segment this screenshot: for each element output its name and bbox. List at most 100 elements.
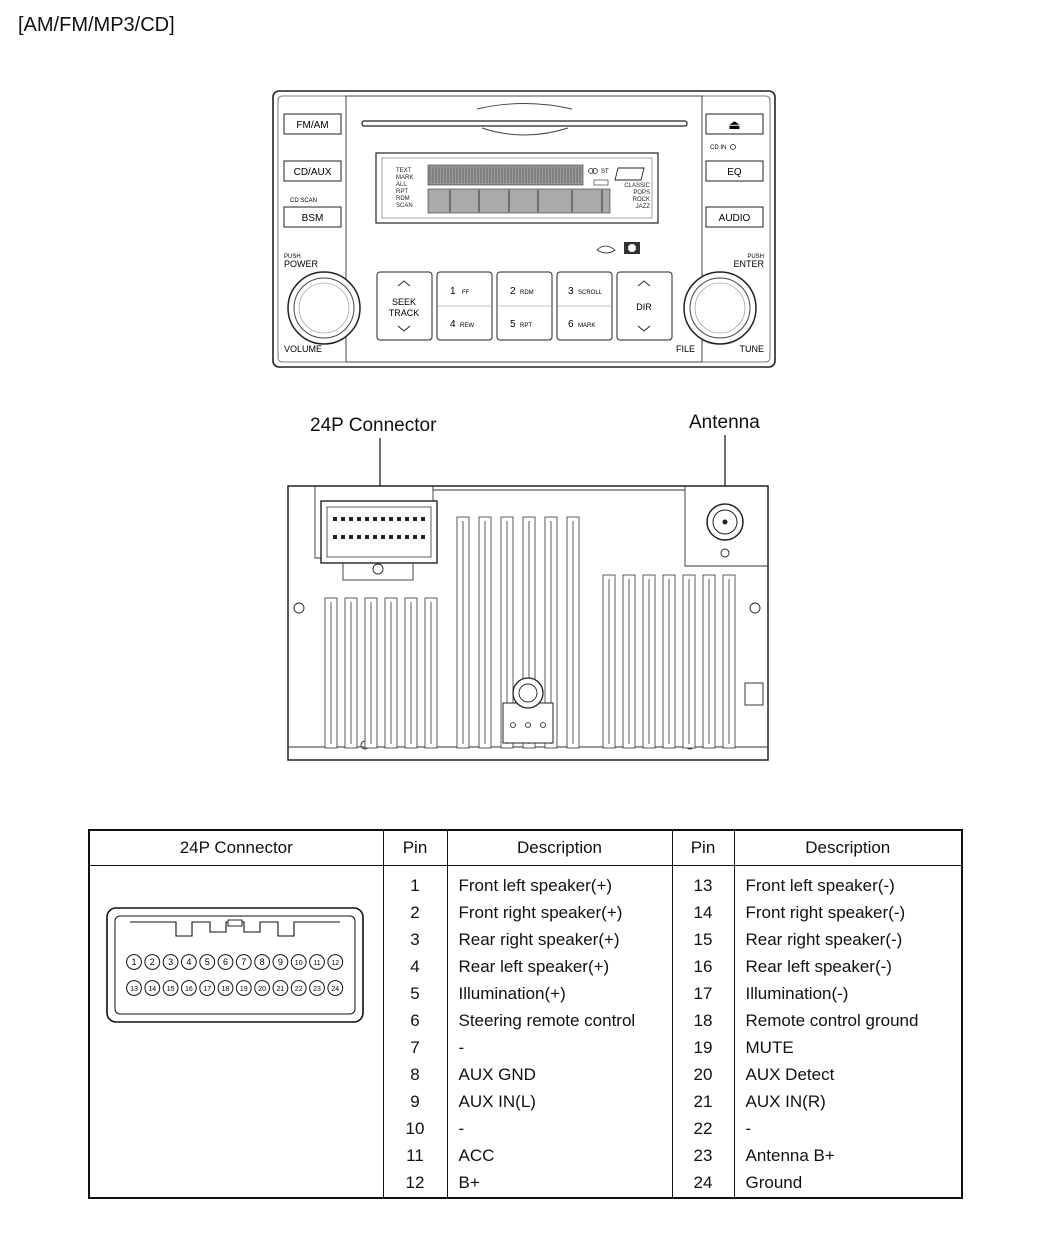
pin-number: 24 — [671, 1169, 735, 1198]
dir-button[interactable]: DIR — [616, 271, 673, 341]
svg-text:JAZZ: JAZZ — [636, 204, 651, 210]
connector-pin: 11 — [309, 954, 325, 970]
svg-text:2: 2 — [150, 957, 155, 967]
connector-pin: 3 — [162, 954, 179, 970]
connector-pin: 22 — [290, 980, 307, 996]
svg-text:RDM: RDM — [520, 290, 534, 296]
svg-text:BSM: BSM — [302, 213, 324, 224]
pin-description: AUX Detect — [733, 1061, 963, 1089]
pin-number: 7 — [382, 1034, 448, 1062]
svg-text:CLASSIC: CLASSIC — [624, 183, 650, 189]
preset-button-2-5[interactable]: 2 RDM 5 RPT — [496, 271, 553, 341]
pin-description: Front left speaker(+) — [446, 865, 673, 900]
pin-number: 22 — [671, 1115, 735, 1143]
svg-text:RPT: RPT — [520, 323, 532, 329]
pin-number: 21 — [671, 1088, 735, 1116]
eject-icon: ⏏ — [728, 117, 740, 132]
connector-pin: 9 — [272, 954, 289, 970]
svg-text:3: 3 — [568, 286, 574, 297]
screw-icon — [749, 602, 761, 614]
pin-description: Rear left speaker(+) — [446, 953, 673, 981]
svg-text:14: 14 — [148, 986, 156, 993]
connector-pin: 18 — [217, 980, 234, 996]
pin-description: MUTE — [733, 1034, 963, 1062]
pin-number: 6 — [382, 1007, 448, 1035]
svg-text:19: 19 — [240, 986, 248, 993]
svg-text:1: 1 — [131, 957, 136, 967]
connector-pin: 7 — [235, 954, 252, 970]
chevron-down-icon — [397, 325, 411, 332]
header-description: Description — [733, 829, 963, 866]
svg-text:TRACK: TRACK — [389, 308, 420, 318]
header-pin: Pin — [382, 829, 448, 866]
svg-text:ALL: ALL — [396, 182, 407, 188]
pin-number: 13 — [671, 865, 735, 900]
pin-number: 19 — [671, 1034, 735, 1062]
pin-number: 8 — [382, 1061, 448, 1089]
fm-am-button[interactable]: FM/AM — [283, 113, 342, 135]
eq-button[interactable]: EQ — [705, 160, 764, 182]
cd-aux-button[interactable]: CD/AUX — [283, 160, 342, 182]
seek-track-button[interactable]: SEEK TRACK — [376, 271, 433, 341]
svg-text:SEEK: SEEK — [392, 297, 416, 307]
chevron-down-icon — [637, 325, 651, 332]
connector-pin: 20 — [254, 980, 271, 996]
pin-number: 15 — [671, 926, 735, 954]
pin-description: Rear right speaker(-) — [733, 926, 963, 954]
pin-number: 17 — [671, 980, 735, 1008]
svg-text:SCAN: SCAN — [396, 203, 413, 209]
connector-pin: 15 — [162, 980, 179, 996]
svg-text:16: 16 — [185, 986, 193, 993]
connector-pin: 16 — [181, 980, 197, 996]
svg-text:12: 12 — [331, 960, 339, 967]
svg-text:6: 6 — [568, 319, 574, 330]
pin-number: 2 — [382, 899, 448, 927]
pin-number: 10 — [382, 1115, 448, 1143]
pin-description: - — [446, 1115, 673, 1143]
preset-button-1-4[interactable]: 1 FF 4 REW — [436, 271, 493, 341]
pin-description: ACC — [446, 1142, 673, 1170]
pin-number: 18 — [671, 1007, 735, 1035]
preset-button-3-6[interactable]: 3 SCROLL 6 MARK — [556, 271, 613, 341]
table-row: 10-22- — [89, 1115, 963, 1143]
tune-knob[interactable] — [683, 271, 757, 345]
screw-icon — [372, 563, 384, 575]
svg-text:10: 10 — [295, 960, 303, 967]
svg-text:21: 21 — [277, 986, 285, 993]
connector-pin: 6 — [217, 954, 234, 970]
pin-number: 9 — [382, 1088, 448, 1116]
svg-text:9: 9 — [278, 957, 283, 967]
mp3-cd-logo-icon — [596, 242, 640, 254]
antenna-jack — [706, 503, 744, 558]
audio-button[interactable]: AUDIO — [705, 206, 764, 228]
pin-number: 14 — [671, 899, 735, 927]
24p-connector — [320, 500, 438, 564]
svg-text:CD/AUX: CD/AUX — [294, 167, 332, 178]
svg-text:24: 24 — [331, 986, 339, 993]
connector-pin: 8 — [254, 954, 271, 970]
svg-text:2: 2 — [510, 286, 516, 297]
pin-description: Rear right speaker(+) — [446, 926, 673, 954]
radio-front-panel: FM/AM CD/AUX CD SCAN BSM ⏏ CD IN EQ AUDI… — [272, 90, 776, 368]
svg-text:RDM: RDM — [396, 196, 410, 202]
pin-description: Remote control ground — [733, 1007, 963, 1035]
chevron-up-icon — [637, 280, 651, 287]
svg-text:5: 5 — [205, 957, 210, 967]
svg-text:20: 20 — [258, 986, 266, 993]
connector-pin: 19 — [235, 980, 252, 996]
svg-text:22: 22 — [295, 986, 303, 993]
push-label-left: PUSH — [284, 254, 301, 260]
eject-button[interactable]: ⏏ — [705, 113, 764, 135]
svg-text:23: 23 — [313, 986, 321, 993]
volume-knob[interactable] — [287, 271, 361, 345]
bsm-button[interactable]: BSM — [283, 206, 342, 228]
svg-text:DIR: DIR — [636, 302, 652, 312]
connector-pin: 13 — [126, 980, 142, 996]
file-label: FILE — [676, 344, 695, 354]
pin-number: 4 — [382, 953, 448, 981]
